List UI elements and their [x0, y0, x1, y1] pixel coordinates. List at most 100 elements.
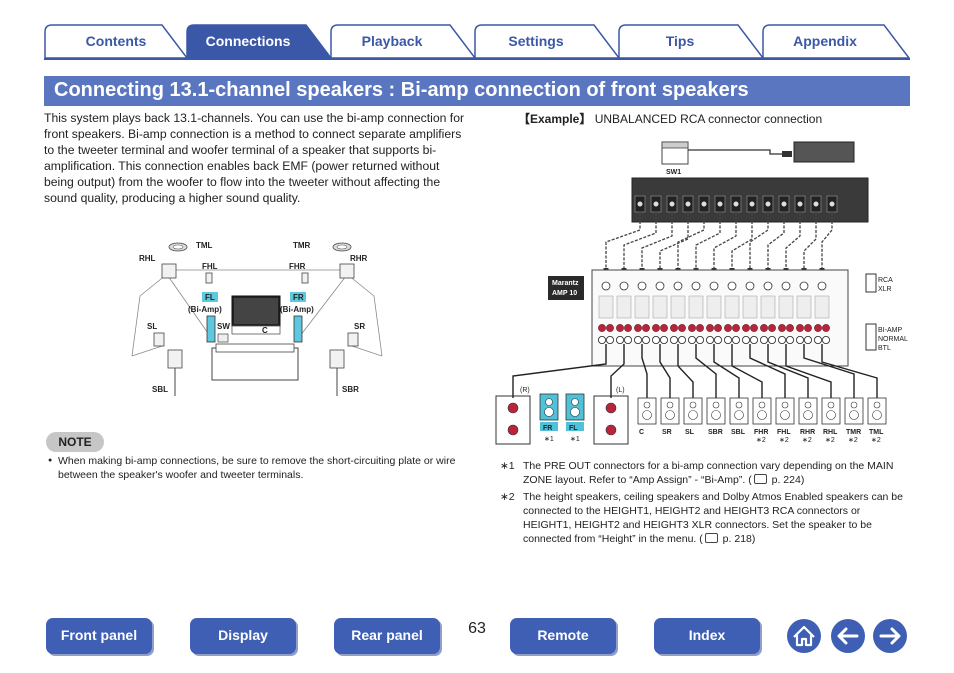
speaker-terminal-positive [696, 324, 704, 332]
index-button[interactable]: Index [654, 618, 760, 654]
front-speaker-label: FL [569, 425, 578, 432]
rear-panel-button[interactable]: Rear panel [334, 618, 440, 654]
amp-input-block [706, 295, 722, 319]
label-sw: SW [217, 322, 230, 331]
front-panel-button[interactable]: Front panel [46, 618, 152, 654]
speaker-woofer [872, 410, 882, 420]
tab-connections[interactable]: Connections [186, 24, 332, 58]
option-btl: BTL [878, 345, 891, 352]
label-c: C [262, 326, 268, 335]
sofa [211, 347, 299, 381]
option-xlr: XLR [878, 286, 892, 293]
label-fl: FL [205, 293, 215, 302]
speaker-terminal-negative [616, 335, 625, 344]
label-sw1: SW1 [666, 169, 681, 176]
speaker-terminal-negative [803, 335, 812, 344]
speaker-label: TML [869, 429, 884, 436]
speaker-terminal-negative [759, 335, 768, 344]
footnote-text: The PRE OUT connectors for a bi-amp conn… [523, 460, 894, 486]
speaker-woofer [826, 410, 836, 420]
speaker-terminal-positive [616, 324, 624, 332]
back-arrow-icon[interactable] [830, 618, 866, 654]
bi-amp-wire [512, 344, 607, 398]
speaker-label: RHL [823, 429, 838, 436]
speaker-terminal-negative [641, 335, 650, 344]
note-item: ● When making bi-amp connections, be sur… [48, 454, 468, 482]
tv-panel [234, 298, 278, 324]
speaker-fhr [301, 272, 309, 284]
speaker-label: RHR [800, 429, 815, 436]
speaker-wire [803, 344, 855, 398]
page-ref-icon[interactable] [753, 474, 767, 484]
ceiling-speaker-tmr [332, 242, 352, 252]
speaker-terminal-negative [777, 335, 786, 344]
speaker-tweeter [758, 401, 766, 409]
rca-cable [623, 212, 657, 276]
rca-cable [785, 212, 801, 276]
tab-tips[interactable]: Tips [618, 24, 764, 58]
pre-out-jacks [634, 195, 838, 213]
amp-input-block [652, 295, 668, 319]
display-button[interactable]: Display [190, 618, 296, 654]
front-speaker-label: FR [543, 425, 552, 432]
speaker-terminal-negative [723, 335, 732, 344]
rca-cable [821, 212, 833, 276]
speaker-fhl [205, 272, 213, 284]
speaker-terminal-positive [768, 324, 776, 332]
note-bullet: ● [48, 457, 53, 464]
pre-out-jack-center [797, 201, 803, 207]
rca-cable [713, 212, 737, 276]
speaker-label: FHL [777, 429, 791, 436]
speaker-terminal-negative [795, 335, 804, 344]
amp-input-block [688, 295, 704, 319]
speaker-terminal-negative [633, 335, 642, 344]
footnote-ref[interactable]: p. 218) [719, 533, 756, 545]
label-sbr: SBR [342, 385, 359, 394]
rca-cable [659, 212, 689, 276]
rca-cable [605, 212, 641, 276]
tab-shape [474, 24, 620, 58]
remote-button[interactable]: Remote [510, 618, 616, 654]
speaker-woofer [688, 410, 698, 420]
tab-settings[interactable]: Settings [474, 24, 620, 58]
home-icon[interactable] [786, 618, 822, 654]
fl-label-box [202, 292, 218, 302]
pre-out-jack-center [733, 201, 739, 207]
speaker-terminal-positive [624, 324, 632, 332]
speaker-terminal-positive [814, 324, 822, 332]
speaker-woofer [570, 407, 580, 417]
subwoofer [217, 333, 229, 343]
speaker-terminal-positive [778, 324, 786, 332]
note-badge: NOTE [46, 432, 104, 452]
pre-out-jack-center [685, 201, 691, 207]
amp-input-block [598, 295, 614, 319]
rca-cable [803, 212, 817, 276]
wiring-diagram: SW1 Marantz AMP 10 RCA XLR BI-AMP NORMAL… [495, 141, 908, 445]
speaker-terminal-positive [706, 324, 714, 332]
speaker-wire [731, 344, 763, 398]
page-number: 63 [468, 620, 486, 637]
page-title: Connecting 13.1-channel speakers : Bi-am… [54, 79, 749, 101]
speaker-woofer [849, 410, 859, 420]
amp-input-jack [781, 281, 791, 291]
tab-appendix[interactable]: Appendix [762, 24, 910, 58]
pre-out-jack-center [669, 201, 675, 207]
page-ref-icon[interactable] [704, 533, 718, 543]
speaker-tweeter [873, 401, 881, 409]
speaker-label: C [639, 429, 644, 436]
speaker-terminal-positive [678, 324, 686, 332]
footnote-ref[interactable]: p. 224) [768, 474, 805, 486]
ceiling-speaker-tml [168, 242, 188, 252]
amp-inputs [598, 281, 830, 319]
speaker-tweeter [712, 401, 720, 409]
speaker-wire [677, 344, 694, 398]
speaker-woofer [544, 407, 554, 417]
forward-arrow-icon[interactable] [872, 618, 908, 654]
speaker-terminal-negative [767, 335, 776, 344]
pre-out-jack-center [765, 201, 771, 207]
tab-playback[interactable]: Playback [330, 24, 476, 58]
footnote-text: The height speakers, ceiling speakers an… [523, 491, 903, 545]
speaker-wire [659, 344, 671, 398]
tab-contents[interactable]: Contents [44, 24, 188, 58]
rca-cable [749, 212, 769, 276]
